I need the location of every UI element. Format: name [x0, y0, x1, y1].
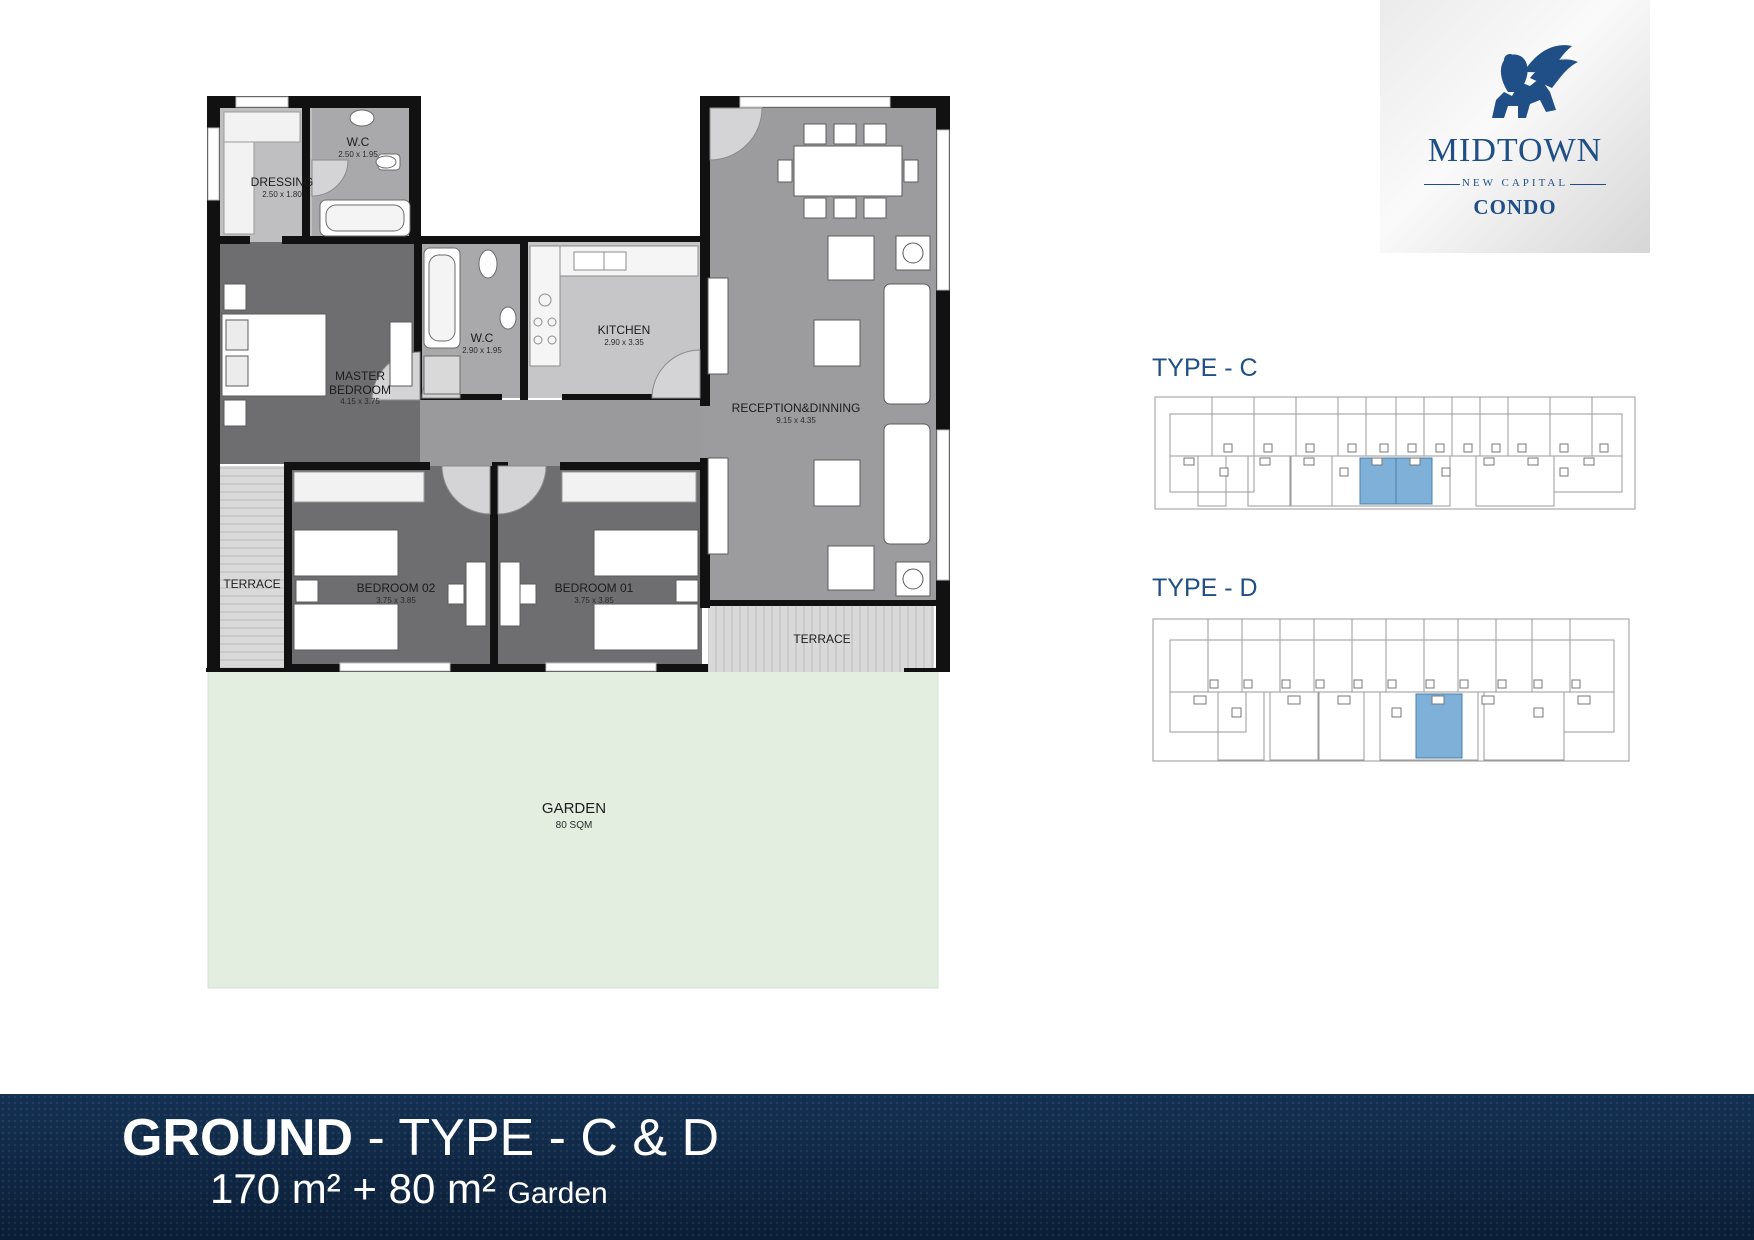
type-c-key-plan: [1154, 396, 1636, 510]
footer-area-main: 170 m² + 80 m²: [210, 1165, 496, 1212]
type-c-title: TYPE - C: [1152, 354, 1258, 382]
kitchen-label: KITCHEN: [598, 323, 651, 337]
dressing-dim: 2.50 x 1.80: [262, 190, 302, 199]
corridor: [420, 400, 702, 466]
logo-rule-right: [1570, 184, 1606, 185]
wc-upper-label: W.C: [347, 135, 370, 149]
logo-rule-left: [1424, 184, 1460, 185]
wardrobes: [223, 111, 697, 503]
logo-midtown-text: MIDTOWN: [1427, 132, 1603, 169]
garden-label: GARDEN: [542, 800, 606, 817]
bedroom02-label: BEDROOM 02: [357, 581, 436, 595]
logo-new-capital-text: NEW CAPITAL: [1461, 177, 1569, 189]
master-bedroom-label-1: MASTER: [335, 369, 385, 383]
garden-dim: 80 SQM: [556, 820, 593, 831]
wc-middle-label: W.C: [471, 331, 494, 345]
bedroom02-dim: 3.75 x 3.85: [376, 596, 416, 605]
dressing-label: DRESSING: [251, 175, 314, 189]
kitchen-counters: [529, 245, 699, 367]
wc-upper-dim: 2.50 x 1.95: [338, 150, 378, 159]
terrace-right-label: TERRACE: [793, 632, 850, 646]
footer-level: GROUND: [122, 1109, 354, 1167]
wc-middle-dim: 2.90 x 1.95: [462, 346, 502, 355]
footer-type: - TYPE - C & D: [353, 1109, 720, 1167]
reception-dim: 9.15 x 4.35: [776, 416, 816, 425]
footer-banner: [0, 1094, 1754, 1240]
garden-area: [207, 667, 939, 989]
type-d-key-plan: [1152, 618, 1630, 762]
master-bedroom-label-2: BEDROOM: [329, 383, 391, 397]
reception-furniture: [707, 123, 931, 597]
footer-title: GROUND - TYPE - C & D: [122, 1108, 719, 1168]
bedroom01-label: BEDROOM 01: [555, 581, 634, 595]
room-labels: W.C 2.50 x 1.95 DRESSING 2.50 x 1.80 W.C…: [223, 135, 860, 831]
kitchen-dim: 2.90 x 3.35: [604, 338, 644, 347]
floor-plan: W.C 2.50 x 1.95 DRESSING 2.50 x 1.80 W.C…: [206, 96, 950, 989]
bathroom-fixtures: [319, 109, 517, 395]
terrace-left-label: TERRACE: [223, 577, 280, 591]
footer-area-suffix: Garden: [507, 1177, 608, 1210]
footer-area: 170 m² + 80 m² Garden: [210, 1165, 608, 1213]
logo-condo-text: CONDO: [1473, 195, 1557, 219]
terrace-right-area: [708, 604, 934, 672]
bedroom01-dim: 3.75 x 3.85: [574, 596, 614, 605]
windows: [207, 96, 950, 672]
brand-logo: MIDTOWN NEW CAPITAL CONDO: [1380, 0, 1650, 253]
winged-lion-icon: [1492, 45, 1578, 118]
terrace-left-area: [220, 466, 284, 672]
nightstands: [223, 283, 699, 627]
master-bedroom-dim: 4.15 x 3.75: [340, 397, 380, 406]
reception-label: RECEPTION&DINNING: [732, 401, 861, 415]
type-d-title: TYPE - D: [1152, 574, 1258, 602]
beds: [221, 313, 699, 651]
